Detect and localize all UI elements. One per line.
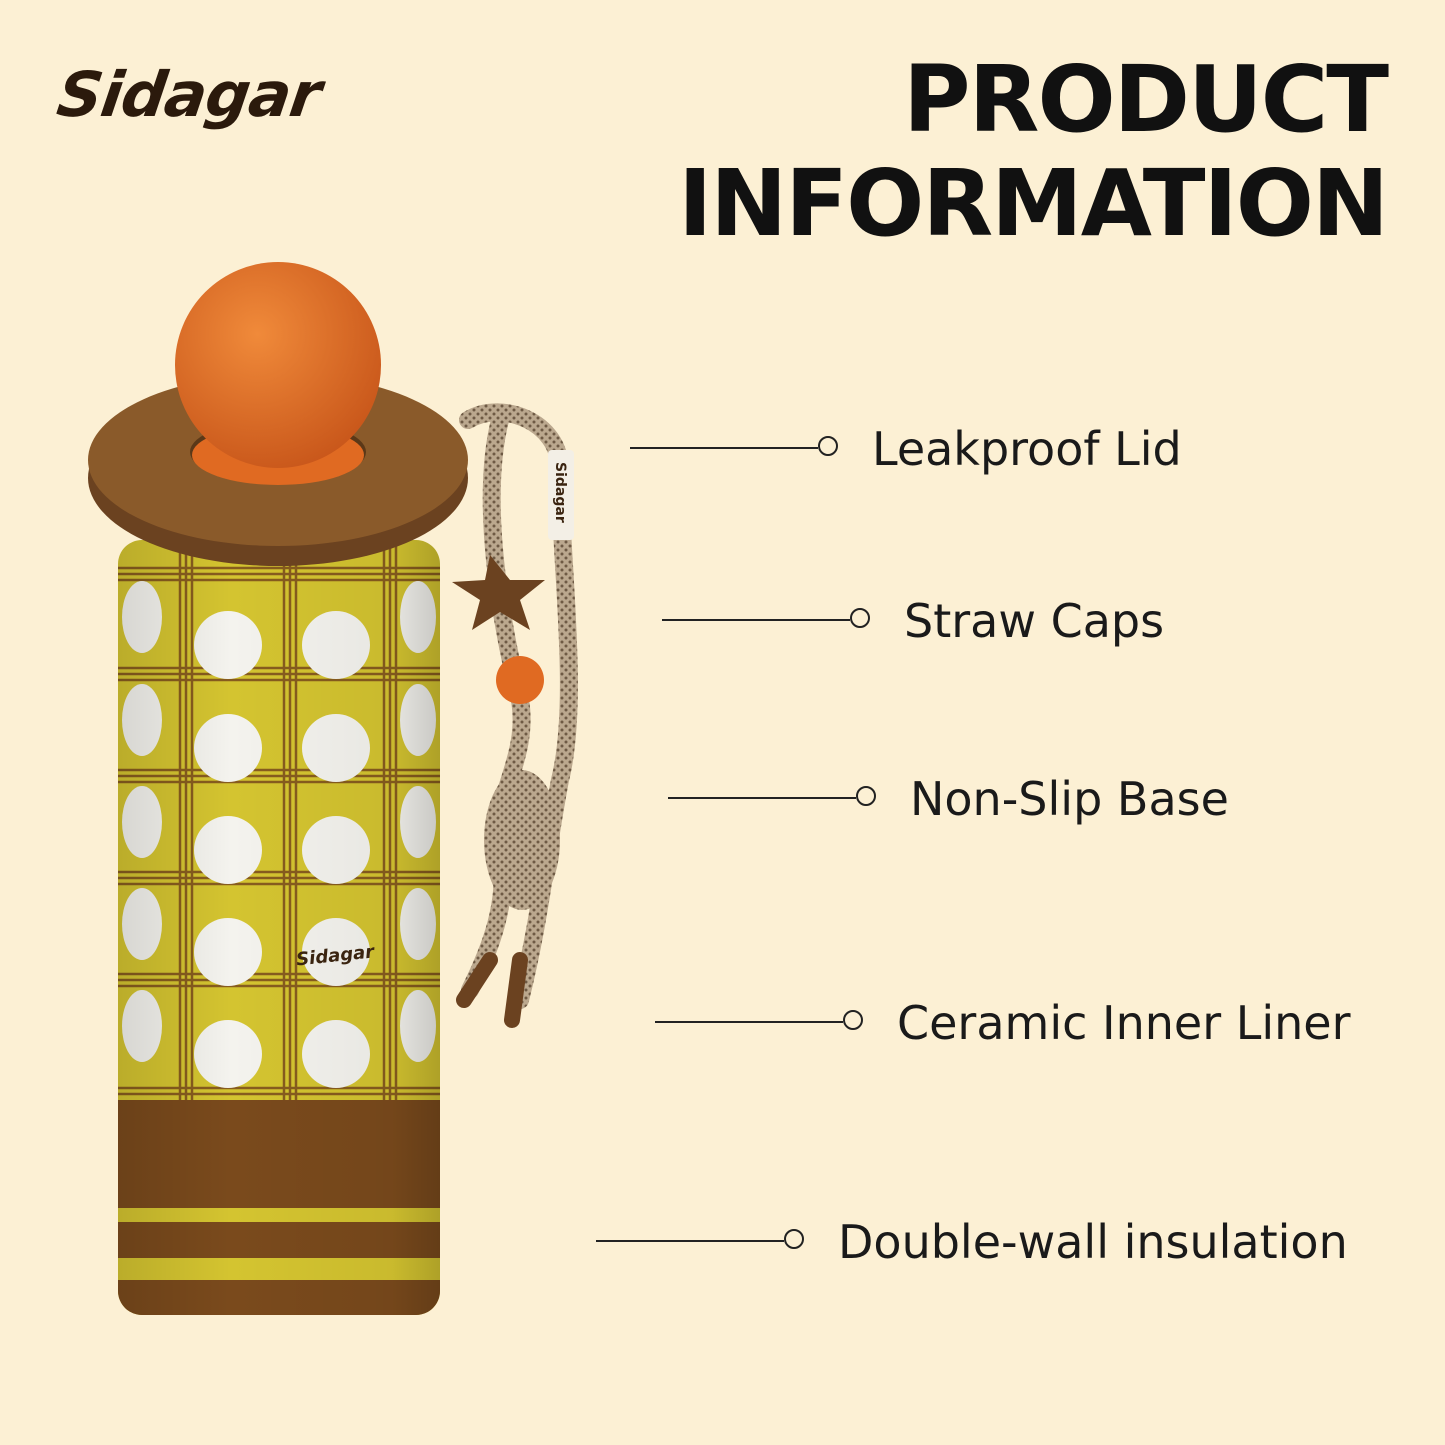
callout-line (630, 447, 818, 449)
feature-label: Double-wall insulation (838, 1215, 1348, 1269)
feature-straw-caps: Straw Caps (662, 594, 1222, 648)
feature-label: Leakproof Lid (872, 422, 1182, 476)
strap-tag: Sidagar (552, 462, 568, 523)
bottle-illustration: Sidagar Sidagar (88, 262, 578, 1315)
lid-ball (175, 262, 381, 468)
page-title: PRODUCT INFORMATION (678, 46, 1389, 257)
feature-double-wall-insulation: Double-wall insulation (596, 1215, 1396, 1269)
title-line-2: INFORMATION (678, 150, 1389, 257)
callout-line (655, 1021, 843, 1023)
feature-leakproof-lid: Leakproof Lid (630, 422, 1230, 476)
callout-line (668, 797, 856, 799)
title-line-1: PRODUCT (903, 46, 1389, 153)
star-bead (452, 555, 545, 630)
callout-dot (818, 436, 838, 456)
callout-dot (843, 1010, 863, 1030)
callout-dot (850, 608, 870, 628)
feature-label: Straw Caps (904, 594, 1165, 648)
callout-dot (856, 786, 876, 806)
callout-line (662, 619, 850, 621)
feature-label: Non-Slip Base (910, 772, 1229, 826)
callout-line (596, 1240, 784, 1242)
orange-bead (496, 656, 544, 704)
feature-label: Ceramic Inner Liner (897, 996, 1351, 1050)
lid (88, 262, 468, 566)
bottle-body (118, 540, 440, 1315)
callout-dot (784, 1229, 804, 1249)
feature-non-slip-base: Non-Slip Base (668, 772, 1288, 826)
feature-ceramic-inner-liner: Ceramic Inner Liner (655, 996, 1375, 1050)
strap: Sidagar (452, 403, 578, 1028)
